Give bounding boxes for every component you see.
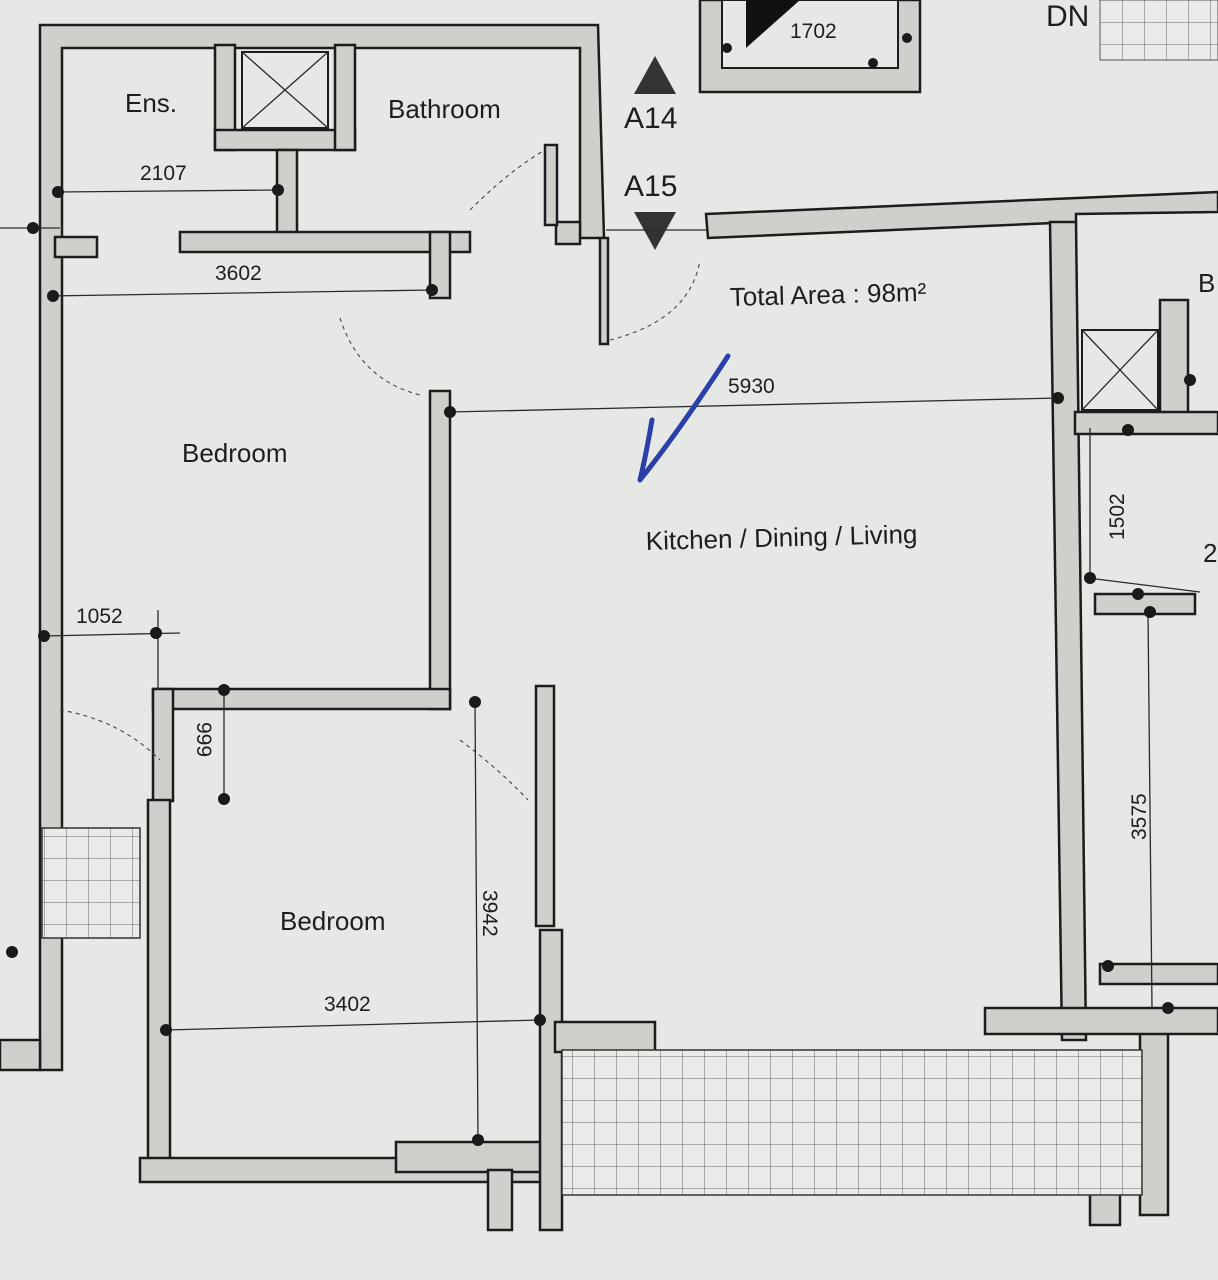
- dimension-lines: [0, 189, 1201, 1141]
- dimension-text: 3942: [478, 890, 501, 937]
- door-swings: [59, 149, 701, 801]
- dimension-text: 2107: [140, 162, 187, 185]
- section-a15-label: A15: [624, 170, 677, 203]
- dimension-text: 1502: [1106, 493, 1129, 540]
- dn-stair-grid: [1099, 0, 1218, 61]
- balcony-main: [561, 1049, 1143, 1196]
- bedroom-label: Bedroom: [280, 906, 386, 936]
- dimension-text: 1702: [790, 20, 837, 43]
- bathroom-label: Bathroom: [388, 94, 501, 124]
- edge-label-2: 2: [1203, 538, 1217, 568]
- section-arrow-down-icon: [634, 212, 676, 250]
- grid-markers: [6, 184, 1196, 1146]
- dimension-text: 1052: [76, 605, 123, 628]
- dn-label: DN: [1046, 0, 1089, 33]
- ensuite-label: Ens.: [125, 88, 177, 118]
- dimension-text: 3402: [324, 993, 371, 1016]
- living-label: Kitchen / Dining / Living: [645, 519, 917, 556]
- dimension-text: 3575: [1128, 793, 1151, 840]
- stair-fragment: [698, 0, 922, 94]
- dimension-text: 999: [192, 722, 215, 757]
- service-shaft-ensuite: [241, 51, 329, 129]
- checkmark-annotation: [637, 353, 731, 483]
- edge-label-b: B: [1198, 268, 1215, 298]
- dimension-text: 5930: [728, 375, 775, 398]
- total-area-label: Total Area : 98m²: [729, 277, 927, 312]
- dimension-text: 3602: [215, 262, 262, 285]
- bedroom-label: Bedroom: [182, 438, 288, 468]
- section-arrow-up-icon: [634, 56, 676, 94]
- section-a14-label: A14: [624, 102, 677, 135]
- service-shaft-right: [1081, 329, 1159, 411]
- interior-walls: [53, 43, 1218, 1232]
- balcony-left: [41, 827, 141, 939]
